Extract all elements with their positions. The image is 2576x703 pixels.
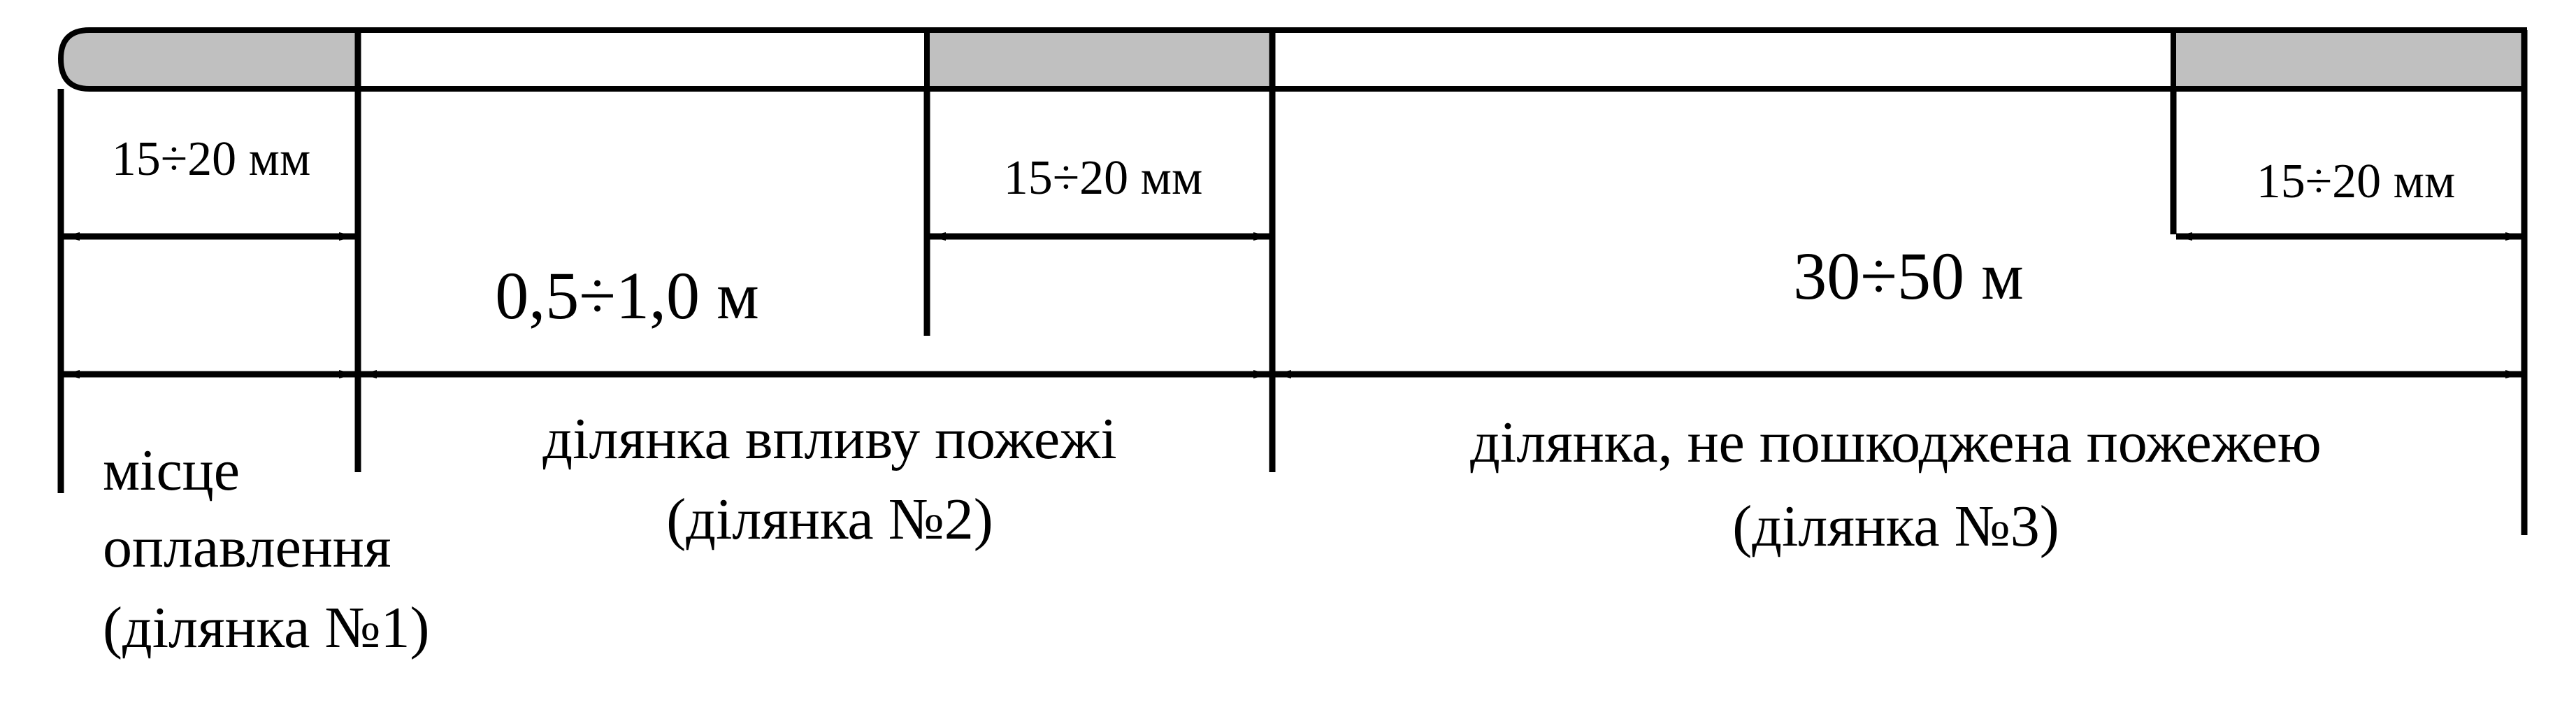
dimension-arrows (63, 232, 2522, 378)
zone3-plain-segment (1269, 27, 2176, 92)
zone2-caption-line2: (ділянка №2) (666, 487, 993, 552)
dimension-label-zone2: 0,5÷1,0 м (495, 258, 758, 333)
dimension-label-small-3: 15÷20 мм (2257, 155, 2456, 208)
zone1-caption: місце оплавлення (ділянка №1) (103, 438, 430, 660)
melted-tip-shaded (57, 27, 361, 92)
dimension-label-small-2: 15÷20 мм (1004, 151, 1203, 205)
zone2-caption: ділянка впливу пожежі (ділянка №2) (542, 406, 1116, 552)
dimension-label-small-1: 15÷20 мм (112, 132, 311, 186)
dimension-label-zone3: 30÷50 м (1793, 239, 2023, 313)
dimension-labels: 15÷20 мм 15÷20 мм 15÷20 мм 0,5÷1,0 м 30÷… (112, 132, 2456, 333)
zone3-caption-line2: (ділянка №3) (1732, 494, 2059, 559)
zone2-shaded-segment (924, 27, 1275, 92)
zone3-caption: ділянка, не пошкоджена пожежею (ділянка … (1470, 410, 2322, 559)
conductor (57, 27, 2527, 92)
zone2-plain-segment (355, 27, 930, 92)
zone3-caption-line1: ділянка, не пошкоджена пожежею (1470, 410, 2322, 475)
zone2-caption-line1: ділянка впливу пожежі (542, 406, 1116, 471)
zone1-caption-line3: (ділянка №1) (103, 595, 430, 660)
zone1-caption-line1: місце (103, 438, 240, 503)
extension-lines (57, 30, 2528, 535)
zone3-shaded-segment (2171, 27, 2527, 92)
zone1-caption-line2: оплавлення (103, 515, 391, 580)
